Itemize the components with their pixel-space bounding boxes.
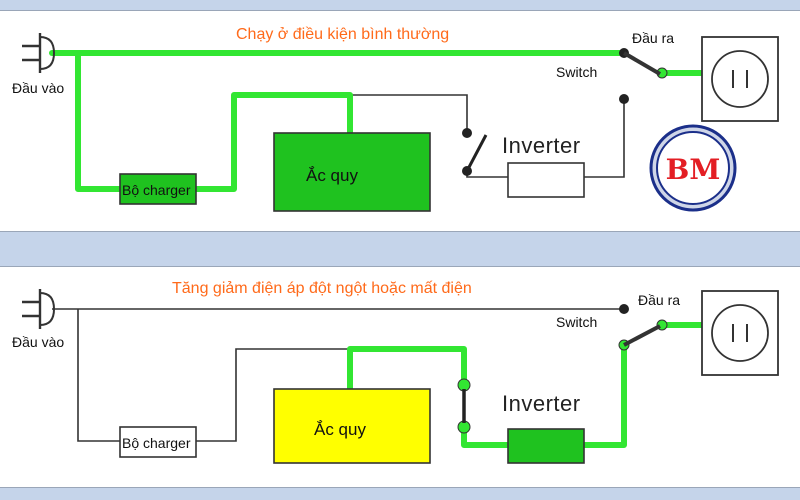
bm-logo: BM	[649, 124, 737, 212]
charger-out-wire	[196, 348, 350, 442]
battery-charge-wire	[196, 92, 353, 192]
inverter-label: Inverter	[502, 133, 581, 158]
charger-feed-wire	[77, 309, 120, 442]
transfer-switch	[619, 48, 668, 104]
charger-box	[119, 173, 197, 205]
input-label: Đầu vào	[12, 334, 64, 350]
battery-switch	[462, 128, 488, 176]
battery-discharge-wire	[347, 346, 467, 389]
plug-icon	[22, 33, 56, 73]
battery-switch	[457, 378, 471, 434]
inverter-input-wire	[350, 94, 468, 129]
switch-label: Switch	[556, 314, 597, 330]
outage-circuit: Đầu vào Tăng giảm điện áp đột ngột hoặc …	[12, 280, 779, 464]
panel-title: Tăng giảm điện áp đột ngột hoặc mất điện	[172, 280, 472, 297]
outlet-icon	[701, 290, 779, 376]
output-label: Đầu ra	[638, 292, 680, 308]
charger-box	[119, 426, 197, 458]
panel-outage-operation: Đầu vào Tăng giảm điện áp đột ngột hoặc …	[0, 266, 800, 488]
charger-label: Bộ charger	[122, 435, 191, 451]
output-label: Đầu ra	[632, 30, 674, 46]
inverter-label: Inverter	[502, 391, 581, 416]
battery-box	[273, 132, 431, 212]
inverter-box	[507, 428, 585, 464]
outlet-icon	[701, 36, 779, 122]
battery-label: Ắc quy	[306, 166, 358, 185]
battery-label: Ắc quy	[314, 420, 366, 439]
switch-label: Switch	[556, 64, 597, 80]
charger-label: Bộ charger	[122, 182, 191, 198]
battery-box	[273, 388, 431, 464]
panel-title: Chạy ở điều kiện bình thường	[236, 26, 449, 43]
transfer-switch	[618, 304, 668, 351]
charger-feed-wire	[75, 53, 120, 192]
input-label: Đầu vào	[12, 80, 64, 96]
inverter-box	[507, 162, 585, 198]
normal-circuit: Đầu vào Chạy ở điều kiện bình thường Bộ …	[12, 26, 779, 212]
plug-icon	[22, 289, 56, 329]
panel-normal-operation: Đầu vào Chạy ở điều kiện bình thường Bộ …	[0, 10, 800, 232]
logo-text: BM	[666, 153, 721, 186]
